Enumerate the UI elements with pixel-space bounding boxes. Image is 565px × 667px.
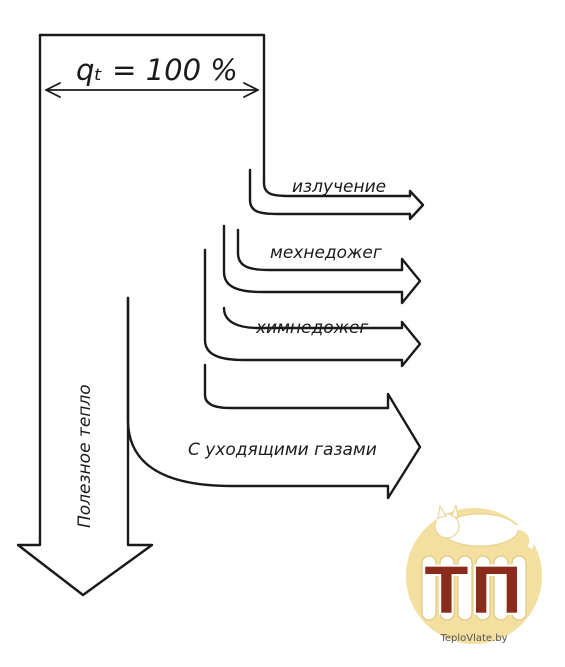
label-flue-gas: С уходящими газами <box>188 440 377 460</box>
top-edge <box>38 33 266 185</box>
total-heat-label-text: qₜ = 100 % <box>76 53 238 87</box>
watermark-logo: ТП TeploVlate.by <box>406 504 542 644</box>
label-chem-incomplete: химнедожег <box>255 318 368 338</box>
label-mech-incomplete: мехнедожег <box>270 243 382 263</box>
main-stream-outline <box>16 33 154 597</box>
logo-site-text: TeploVlate.by <box>439 633 507 644</box>
loss-arrow-flue-gas <box>126 296 422 500</box>
width-dimension-arrow <box>45 82 259 98</box>
logo-letters: ТП <box>424 553 524 630</box>
loss-arrow-chem-incomplete <box>203 248 422 368</box>
label-useful-heat: Полезное тепло <box>75 384 95 528</box>
loss-arrow-mech-incomplete <box>222 224 422 305</box>
cat-icon <box>434 504 535 550</box>
label-radiation: излучение <box>292 177 386 197</box>
total-heat-label: qₜ = 100 % <box>76 53 238 87</box>
radiator-icon <box>421 555 527 621</box>
loss-arrow-radiation <box>248 168 425 221</box>
